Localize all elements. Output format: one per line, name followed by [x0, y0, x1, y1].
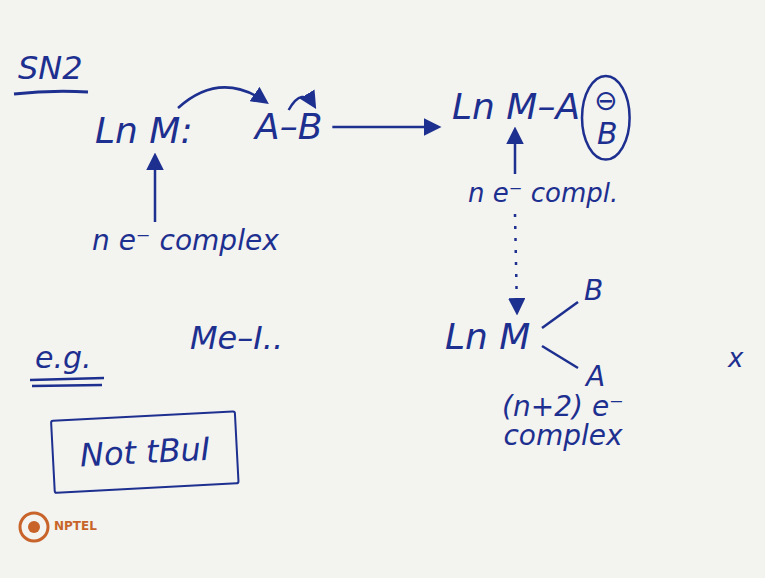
underline	[30, 378, 104, 380]
substrate-formula: Me–I..	[190, 322, 283, 356]
electron-count: n e⁻ compl.	[468, 180, 618, 207]
ligand-symbol: B	[584, 276, 603, 305]
complex-formula: Ln M:	[95, 112, 193, 150]
ligand-symbol: A	[586, 362, 605, 391]
logo-ring	[20, 513, 48, 541]
note-text: Not tBuI	[79, 430, 211, 475]
example-mark: e.g.	[35, 342, 92, 374]
margin-mark: x	[728, 345, 743, 372]
logo-text: NPTEL	[54, 520, 97, 533]
bond-line	[542, 302, 578, 328]
pointer-arrow	[514, 130, 517, 174]
circled-group	[582, 76, 630, 160]
note-box: Not tBuI	[50, 410, 240, 494]
curly-arrow	[178, 87, 266, 108]
charge-sign: ⊖	[594, 86, 617, 115]
title-underline	[14, 91, 88, 94]
logo-dot	[28, 521, 40, 533]
title: SN2	[18, 52, 83, 86]
complex-formula: Ln M	[445, 318, 530, 356]
electron-count: (n+2) e⁻ complex	[488, 392, 638, 451]
underline	[32, 385, 102, 386]
bond-line	[542, 346, 578, 368]
dashed-arrow	[515, 214, 517, 312]
reaction-arrow	[332, 126, 438, 129]
product-formula: Ln M–A	[452, 88, 580, 126]
leaving-group: B	[597, 118, 618, 150]
pointer-arrow	[154, 156, 157, 222]
substrate-formula: A–B	[255, 108, 322, 146]
electron-count: n e⁻ complex	[92, 226, 279, 255]
